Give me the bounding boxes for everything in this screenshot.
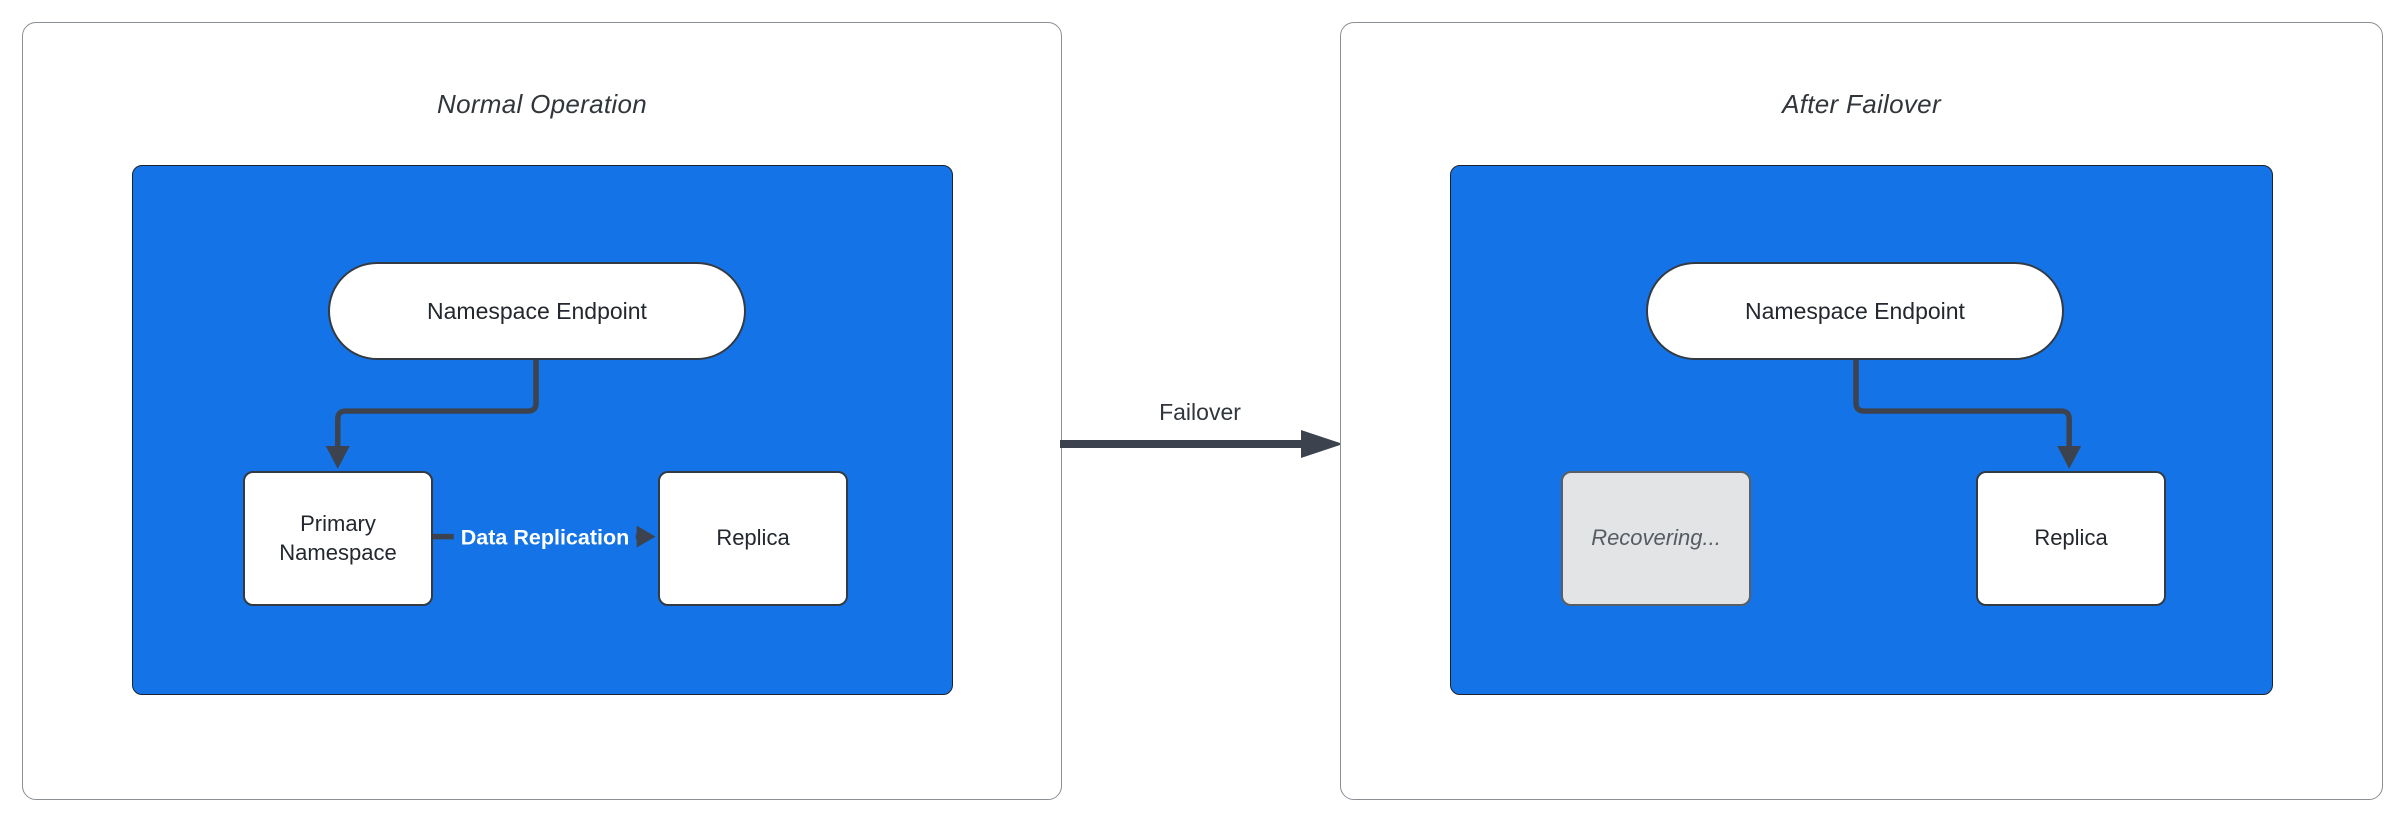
failover-label: Failover	[1159, 399, 1241, 425]
node-recovering: Recovering...	[1561, 471, 1751, 606]
namespace-endpoint-pill: Namespace Endpoint	[328, 262, 746, 360]
namespace-cluster: Namespace Endpoint Recovering... Replica	[1450, 165, 2273, 695]
namespace-endpoint-pill: Namespace Endpoint	[1646, 262, 2064, 360]
node-replica: Replica	[1976, 471, 2166, 606]
namespace-cluster: Namespace Endpoint Primary Namespace Rep…	[132, 165, 953, 695]
endpoint-to-replica-arrow	[1853, 359, 2082, 469]
node-replica: Replica	[658, 471, 848, 606]
panel-normal-operation: Normal Operation Namespace Endpoint Prim…	[22, 22, 1062, 800]
node-primary-namespace: Primary Namespace	[243, 471, 433, 606]
panel-title: After Failover	[1782, 89, 1941, 119]
panel-after-failover: After Failover Namespace Endpoint Recove…	[1340, 22, 2383, 800]
cluster-arrows	[1853, 359, 2082, 469]
edge-label-data-replication: Data Replication	[453, 522, 637, 554]
cluster-arrows	[325, 359, 656, 548]
failover-arrow	[1060, 430, 1343, 458]
endpoint-to-primary-arrow	[325, 359, 539, 469]
panel-title: Normal Operation	[437, 89, 647, 119]
